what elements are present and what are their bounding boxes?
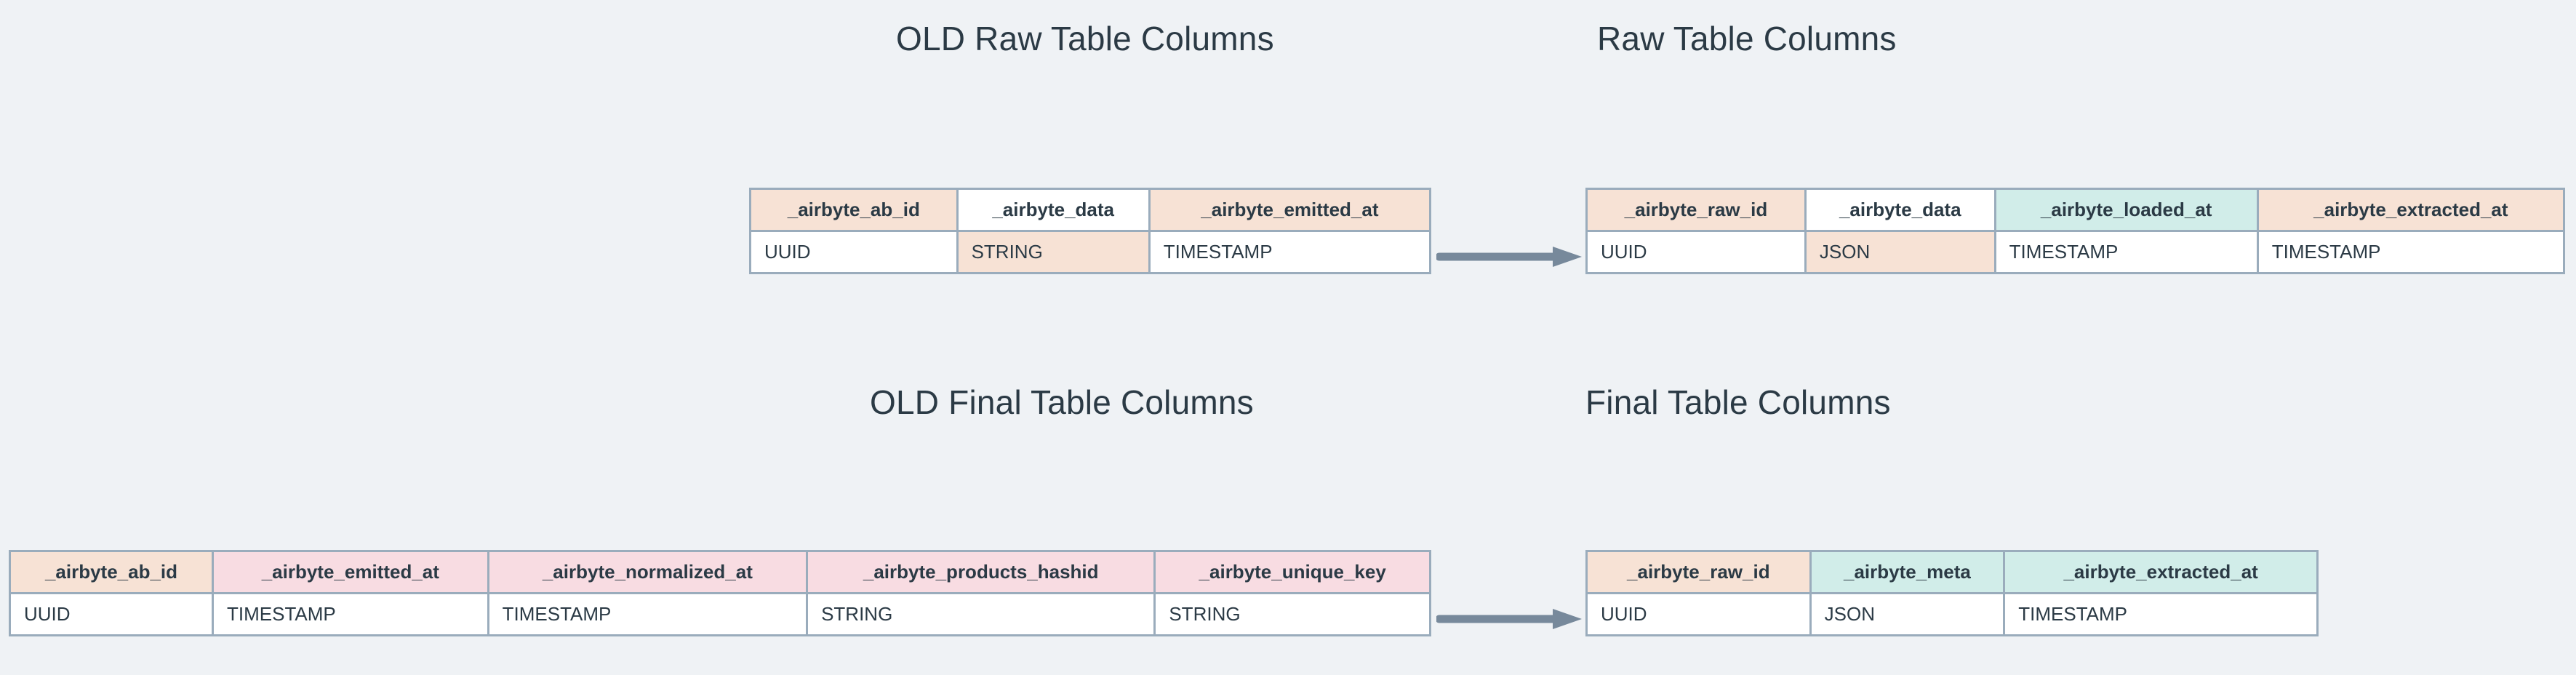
column-header-airbyte-normalized-at: _airbyte_normalized_at [487,550,809,594]
section-title-final-table: Final Table Columns [1585,383,1891,421]
column-header-airbyte-raw-id: _airbyte_raw_id [1585,188,1807,232]
table-header-row: _airbyte_ab_id_airbyte_emitted_at_airbyt… [9,550,1431,594]
column-type-airbyte-extracted-at: TIMESTAMP [2003,592,2319,636]
column-header-airbyte-emitted-at: _airbyte_emitted_at [212,550,489,594]
column-header-airbyte-emitted-at: _airbyte_emitted_at [1148,188,1432,232]
column-header-airbyte-unique-key: _airbyte_unique_key [1153,550,1431,594]
column-header-airbyte-data: _airbyte_data [956,188,1151,232]
column-type-airbyte-unique-key: STRING [1153,592,1431,636]
table-final-columns: _airbyte_raw_id_airbyte_meta_airbyte_ext… [1585,550,2319,636]
column-type-airbyte-emitted-at: TIMESTAMP [212,592,489,636]
column-header-airbyte-extracted-at: _airbyte_extracted_at [2256,188,2566,232]
table-old-raw-columns: _airbyte_ab_id_airbyte_data_airbyte_emit… [749,188,1432,274]
column-header-airbyte-data: _airbyte_data [1804,188,1996,232]
column-type-airbyte-normalized-at: TIMESTAMP [487,592,809,636]
column-header-airbyte-meta: _airbyte_meta [1809,550,2006,594]
table-raw-columns: _airbyte_raw_id_airbyte_data_airbyte_loa… [1585,188,2566,274]
table-header-row: _airbyte_raw_id_airbyte_meta_airbyte_ext… [1585,550,2319,594]
column-type-airbyte-extracted-at: TIMESTAMP [2256,230,2566,274]
column-header-airbyte-extracted-at: _airbyte_extracted_at [2003,550,2319,594]
column-header-airbyte-raw-id: _airbyte_raw_id [1585,550,1812,594]
column-header-airbyte-loaded-at: _airbyte_loaded_at [1993,188,2259,232]
column-type-airbyte-data: JSON [1804,230,1996,274]
column-header-airbyte-ab-id: _airbyte_ab_id [9,550,214,594]
raw-migration-arrow-icon [1436,247,1582,267]
column-type-airbyte-products-hashid: STRING [806,592,1156,636]
column-type-airbyte-data: STRING [956,230,1151,274]
column-header-airbyte-products-hashid: _airbyte_products_hashid [806,550,1156,594]
final-migration-arrow-icon [1436,609,1582,629]
table-header-row: _airbyte_ab_id_airbyte_data_airbyte_emit… [749,188,1432,232]
column-type-airbyte-ab-id: UUID [749,230,959,274]
column-type-airbyte-meta: JSON [1809,592,2006,636]
table-old-final-columns: _airbyte_ab_id_airbyte_emitted_at_airbyt… [9,550,1431,636]
section-title-old-raw-table: OLD Raw Table Columns [896,20,1274,57]
section-title-old-final-table: OLD Final Table Columns [870,383,1254,421]
column-type-airbyte-raw-id: UUID [1585,592,1812,636]
table-header-row: _airbyte_raw_id_airbyte_data_airbyte_loa… [1585,188,2566,232]
column-header-airbyte-ab-id: _airbyte_ab_id [749,188,959,232]
column-type-airbyte-loaded-at: TIMESTAMP [1993,230,2259,274]
column-type-airbyte-ab-id: UUID [9,592,214,636]
section-title-raw-table: Raw Table Columns [1597,20,1897,57]
column-type-airbyte-raw-id: UUID [1585,230,1807,274]
column-type-airbyte-emitted-at: TIMESTAMP [1148,230,1432,274]
